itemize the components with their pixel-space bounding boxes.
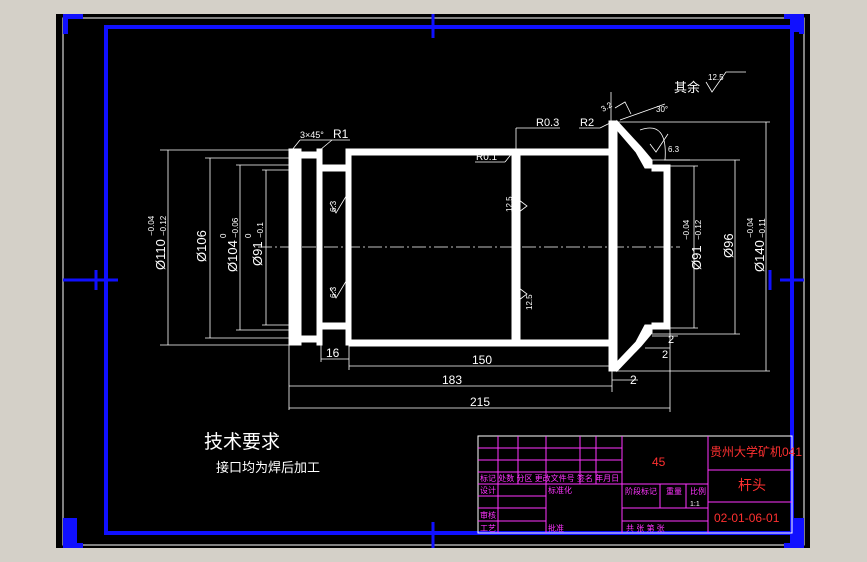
dim-d91-right-tol-up: −0.04	[682, 219, 691, 240]
label-standardize: 标准化	[548, 485, 572, 495]
rest-roughness-label: 其余	[674, 80, 700, 96]
label-design: 设计	[480, 485, 496, 495]
dim-d140-tol-lo: −0.11	[758, 218, 767, 238]
school: 贵州大学矿机041	[710, 444, 802, 459]
length-dims: 16 150 183 215 2 2 2	[326, 334, 674, 409]
label-weight: 重量	[666, 486, 682, 496]
dim-2c: 2	[662, 349, 668, 361]
dim-150: 150	[472, 353, 492, 367]
rough-63-a: 6.3	[329, 200, 338, 212]
part-name: 杆头	[738, 477, 766, 493]
material: 45	[652, 455, 666, 469]
dim-2b: 2	[668, 334, 674, 346]
dim-183: 183	[442, 373, 462, 387]
rough-125-a: 12.5	[505, 196, 514, 212]
title-block-text: 45 贵州大学矿机041 杆头 02-01-06-01 标记 处数 分区 更改文…	[480, 444, 802, 533]
label-scale: 比例	[690, 486, 706, 496]
dim-215: 215	[470, 395, 490, 409]
dim-d140: Ø140	[752, 240, 767, 272]
angle-30: 30°	[656, 105, 668, 114]
tech-requirements-line1: 接口均为焊后加工	[216, 460, 320, 476]
centering-marks	[63, 14, 804, 548]
scale-value: 1:1	[690, 501, 700, 508]
left-diameter-dims: Ø110 −0.04 −0.12 Ø106 Ø104 0 −0.06 Ø91 0…	[147, 215, 265, 272]
note-r1: R1	[333, 127, 349, 141]
title-block	[477, 435, 793, 534]
note-chamfer: 3×45°	[300, 130, 324, 140]
note-r03: R0.3	[536, 117, 559, 129]
label-approve: 批准	[548, 523, 564, 533]
rest-roughness-value: 12.5	[708, 73, 724, 82]
dim-d91-right-tol-lo: −0.12	[694, 219, 703, 240]
dim-d91-left-tol-lo: −0.1	[256, 222, 265, 238]
part-outline	[288, 119, 671, 373]
dim-d91-left-tol-up: 0	[244, 233, 253, 238]
label-process: 工艺	[480, 524, 496, 533]
dim-d104-tol-lo: −0.06	[231, 217, 240, 238]
drawing-paper	[56, 14, 810, 548]
rough-125-b: 12.5	[525, 294, 534, 310]
tech-requirements-title: 技术要求	[204, 431, 280, 453]
dim-d91-left: Ø91	[250, 241, 265, 266]
dim-d104-tol-up: 0	[219, 233, 228, 238]
right-diameter-dims: Ø91 −0.04 −0.12 Ø96 Ø140 −0.04 −0.11	[682, 217, 767, 272]
corner-marks	[63, 14, 804, 548]
dim-d110: Ø110	[153, 239, 168, 270]
note-r01: R0.1	[476, 152, 498, 163]
note-r2: R2	[580, 117, 594, 129]
label-stage-mark: 阶段标记	[625, 486, 657, 496]
dimension-lines	[160, 71, 770, 412]
header-row: 标记 处数 分区 更改文件号 签名 年月日	[480, 473, 619, 483]
rough-63-b: 6.3	[329, 286, 338, 298]
dim-d140-tol-up: −0.04	[746, 217, 755, 238]
dim-d91-right: Ø91	[689, 245, 704, 270]
dim-d110-tol-lo: −0.12	[159, 215, 168, 236]
drawing-number: 02-01-06-01	[714, 511, 780, 525]
label-review: 审核	[480, 510, 496, 520]
rough-63-c: 6.3	[668, 145, 680, 154]
label-sheets: 共 张 第 张	[626, 523, 665, 533]
dim-d106: Ø106	[194, 230, 209, 262]
dim-d110-tol-up: −0.04	[147, 215, 156, 236]
dim-16: 16	[326, 346, 340, 360]
feature-notes: 3×45° R1 R0.3 R0.1 R2 6.3 6.3 12.5 12.5 …	[300, 73, 724, 310]
dim-d104: Ø104	[225, 240, 240, 272]
dim-d96: Ø96	[721, 233, 736, 258]
dim-2a: 2	[630, 373, 637, 387]
